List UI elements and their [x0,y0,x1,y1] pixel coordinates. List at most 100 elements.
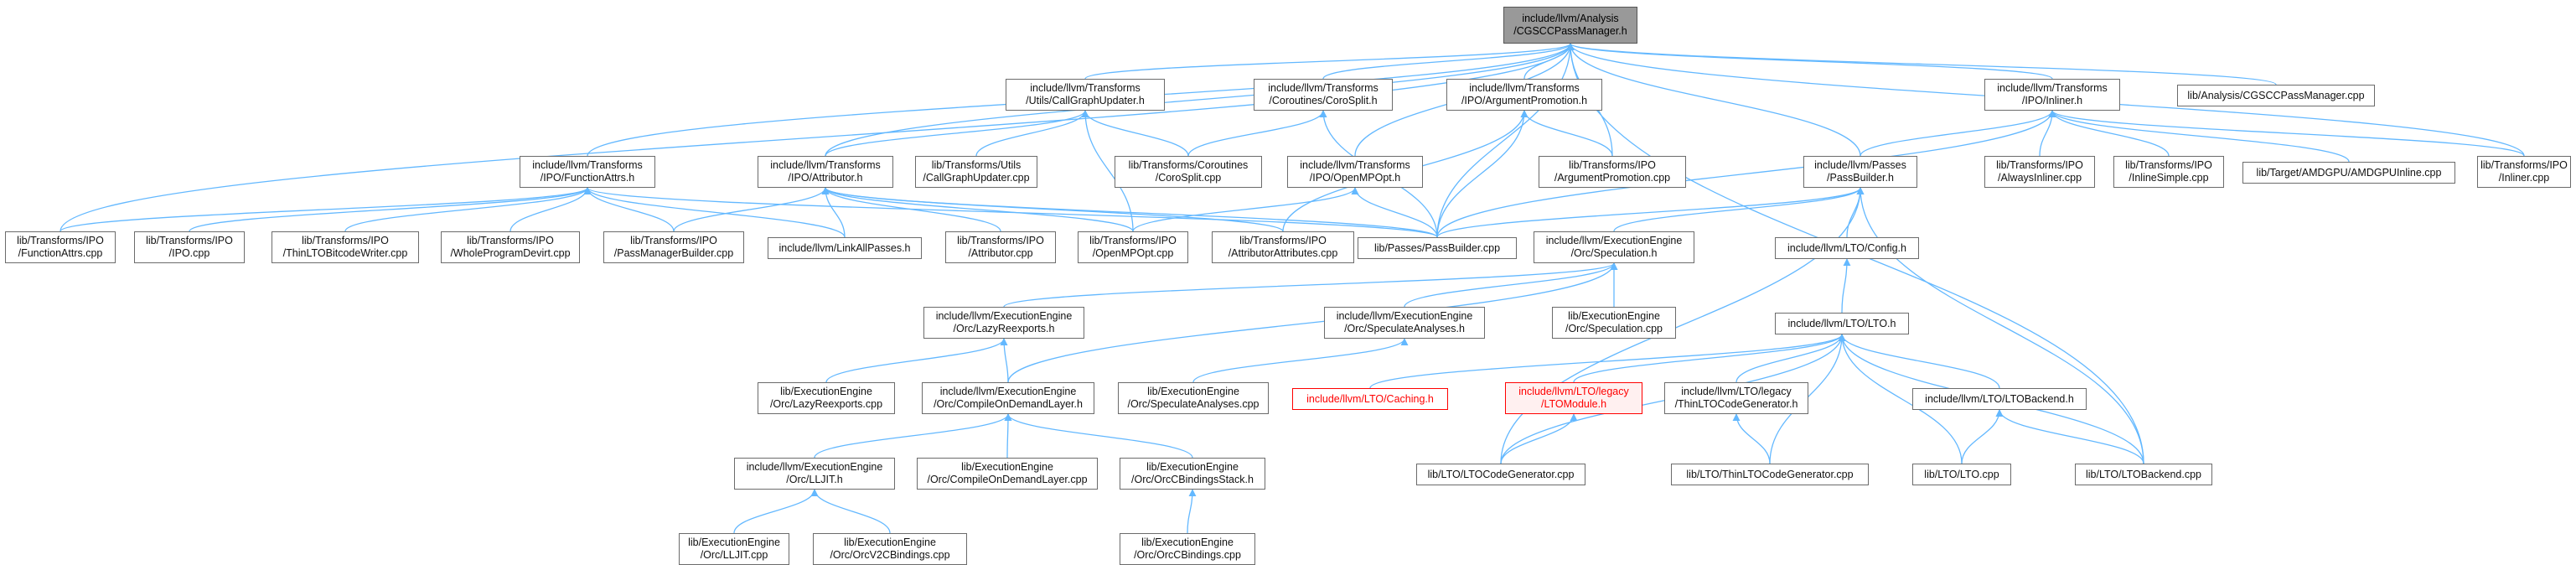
node-label-line: lib/Transforms/Coroutines [1128,159,1249,171]
graph-node-attrattrs-cpp[interactable]: lib/Transforms/IPO/AttributorAttributes.… [1212,231,1354,263]
graph-node-ltobackend-cpp[interactable]: lib/LTO/LTOBackend.cpp [2075,464,2212,485]
graph-node-codl-h[interactable]: include/llvm/ExecutionEngine/Orc/Compile… [922,382,1094,414]
graph-node-passbuilder-cpp[interactable]: lib/Passes/PassBuilder.cpp [1358,237,1517,259]
node-label-line: lib/Transforms/IPO [146,235,233,246]
graph-node-openmpopt-h[interactable]: include/llvm/Transforms/IPO/OpenMPOpt.h [1287,156,1423,188]
graph-node-amdgpuinline-cpp[interactable]: lib/Target/AMDGPU/AMDGPUInline.cpp [2242,162,2455,184]
graph-node-functionattrs-cpp[interactable]: lib/Transforms/IPO/FunctionAttrs.cpp [5,231,116,263]
graph-node-codl-cpp[interactable]: lib/ExecutionEngine/Orc/CompileOnDemandL… [917,458,1098,490]
graph-node-ltocg-cpp[interactable]: lib/LTO/LTOCodeGenerator.cpp [1416,464,1585,485]
graph-node-inliner-cpp[interactable]: lib/Transforms/IPO/Inliner.cpp [2477,156,2571,188]
graph-node-openmpopt-cpp[interactable]: lib/Transforms/IPO/OpenMPOpt.cpp [1078,231,1188,263]
edge-passbuilder_cpp-to-openmpopt_h [1351,187,1438,238]
graph-node-inlinesimple-cpp[interactable]: lib/Transforms/IPO/InlineSimple.cpp [2113,156,2224,188]
node-label-line: include/llvm/ExecutionEngine [1545,235,1683,246]
graph-node-thinltocg-cpp[interactable]: lib/LTO/ThinLTOCodeGenerator.cpp [1671,464,1869,485]
node-label-line: lib/Transforms/IPO [1089,235,1177,246]
edge-ltobackend_cpp-to-ltobackend_h [1995,409,2144,464]
edge-passbuilder_cpp-to-argpromo_h [1436,110,1529,238]
node-label-line: /AttributorAttributes.cpp [1228,247,1338,259]
graph-node-cgu-cpp[interactable]: lib/Transforms/Utils/CallGraphUpdater.cp… [915,156,1037,188]
graph-node-argpromo-cpp[interactable]: lib/Transforms/IPO/ArgumentPromotion.cpp [1539,156,1686,188]
node-label-line: /Orc/OrcCBindingsStack.h [1131,474,1254,485]
edge-cgu_cpp-to-callgraph_updater_h [975,110,1089,157]
edge-attributor_h-to-callgraph_updater_h [825,110,1089,157]
graph-node-thinltocg-h[interactable]: include/llvm/LTO/legacy/ThinLTOCodeGener… [1664,382,1808,414]
graph-node-argpromo-h[interactable]: include/llvm/Transforms/IPO/ArgumentProm… [1446,79,1602,111]
node-label-line: lib/ExecutionEngine [1568,310,1660,322]
graph-node-orcv2cb-cpp[interactable]: lib/ExecutionEngine/Orc/OrcV2CBindings.c… [813,533,967,565]
graph-node-lazyreexports-cpp[interactable]: lib/ExecutionEngine/Orc/LazyReexports.cp… [758,382,895,414]
edge-corosplit_cpp-to-callgraph_updater_h [1081,110,1189,157]
graph-node-orccbs-h[interactable]: lib/ExecutionEngine/Orc/OrcCBindingsStac… [1120,458,1265,490]
node-label-line: lib/ExecutionEngine [961,461,1053,473]
node-label-line: lib/ExecutionEngine [844,536,936,548]
graph-node-speculateanalyses-h[interactable]: include/llvm/ExecutionEngine/Orc/Specula… [1324,307,1485,339]
graph-node-lazyreexports-h[interactable]: include/llvm/ExecutionEngine/Orc/LazyRee… [923,307,1084,339]
graph-node-callgraph-updater-h[interactable]: include/llvm/Transforms/Utils/CallGraphU… [1006,79,1165,111]
graph-node-lljit-cpp[interactable]: lib/ExecutionEngine/Orc/LLJIT.cpp [679,533,789,565]
graph-node-lljit-h[interactable]: include/llvm/ExecutionEngine/Orc/LLJIT.h [734,458,895,490]
node-label-line: /IPO/ArgumentPromotion.h [1461,95,1588,106]
edge-inliner_h-to-root [1566,43,2053,80]
edge-functionattrs_cpp-to-functionattrs_h [59,187,592,232]
node-label-line: /LTOModule.h [1540,398,1607,410]
graph-node-attributor-h[interactable]: include/llvm/Transforms/IPO/Attributor.h [758,156,893,188]
edge-coro_split_h-to-root [1322,43,1575,80]
edge-attributor_h-to-root [825,43,1575,157]
graph-node-corosplit-cpp[interactable]: lib/Transforms/Coroutines/CoroSplit.cpp [1115,156,1262,188]
graph-node-ltomodule-h[interactable]: include/llvm/LTO/legacy/LTOModule.h [1505,382,1642,414]
graph-node-lto-h[interactable]: include/llvm/LTO/LTO.h [1775,313,1909,334]
node-label-line: /Orc/SpeculateAnalyses.cpp [1127,398,1260,410]
graph-node-functionattrs-h[interactable]: include/llvm/Transforms/IPO/FunctionAttr… [520,156,655,188]
node-label-line: include/llvm/LTO/LTOBackend.h [1925,392,2074,405]
graph-node-lto-config-h[interactable]: include/llvm/LTO/Config.h [1775,237,1919,259]
graph-node-thinlto-bw-cpp[interactable]: lib/Transforms/IPO/ThinLTOBitcodeWriter.… [272,231,419,263]
node-label-line: include/llvm/Transforms [1300,159,1410,171]
node-label-line: lib/Transforms/IPO [2480,159,2568,171]
node-label-line: lib/Transforms/IPO [630,235,717,246]
edge-lto_cpp-to-ltobackend_h [1961,409,2004,464]
graph-node-speculateanalyses-cpp[interactable]: lib/ExecutionEngine/Orc/SpeculateAnalyse… [1118,382,1269,414]
edge-alwaysinliner_cpp-to-inliner_h [2039,110,2056,157]
graph-node-passbuilder-h[interactable]: include/llvm/Passes/PassBuilder.h [1803,156,1917,188]
node-label-line: /Orc/OrcCBindings.cpp [1134,549,1241,561]
edge-passbuilder_h-to-inliner_h [1860,110,2056,157]
node-label-line: /WholeProgramDevirt.cpp [450,247,571,259]
graph-node-speculation-cpp[interactable]: lib/ExecutionEngine/Orc/Speculation.cpp [1552,307,1676,339]
graph-node-speculation-h[interactable]: include/llvm/ExecutionEngine/Orc/Specula… [1534,231,1694,263]
edge-orccb_cpp-to-orccbs_h [1187,489,1197,534]
edge-argpromo_cpp-to-argpromo_h [1520,110,1613,157]
graph-node-linkallpasses-h[interactable]: include/llvm/LinkAllPasses.h [768,237,922,259]
edge-pmb_cpp-to-functionattrs_h [583,187,675,232]
edge-lto_cpp-to-lto_h [1838,334,1963,464]
graph-node-ltobackend-h[interactable]: include/llvm/LTO/LTOBackend.h [1912,388,2087,410]
edge-amdgpuinline_cpp-to-inliner_h [2048,110,2350,163]
graph-node-alwaysinliner-cpp[interactable]: lib/Transforms/IPO/AlwaysInliner.cpp [1984,156,2095,188]
graph-node-inliner-h[interactable]: include/llvm/Transforms/IPO/Inliner.h [1984,79,2120,111]
node-label-line: /Orc/CompileOnDemandLayer.h [934,398,1083,410]
edge-openmpopt_cpp-to-openmpopt_h [1132,187,1359,232]
graph-node-lto-cpp[interactable]: lib/LTO/LTO.cpp [1912,464,2011,485]
graph-node-wpd-cpp[interactable]: lib/Transforms/IPO/WholeProgramDevirt.cp… [441,231,580,263]
graph-node-cgscc-cpp[interactable]: lib/Analysis/CGSCCPassManager.cpp [2177,85,2375,106]
node-label-line: lib/ExecutionEngine [1141,536,1234,548]
node-label-line: include/llvm/Transforms [1997,82,2108,94]
graph-node-ipo-cpp[interactable]: lib/Transforms/IPO/IPO.cpp [134,231,245,263]
edge-lazyreexports_cpp-to-lazyreexports_h [825,338,1008,383]
node-label-line: /Orc/LazyReexports.h [953,323,1055,334]
graph-node-pmb-cpp[interactable]: lib/Transforms/IPO/PassManagerBuilder.cp… [603,231,744,263]
graph-node-coro-split-h[interactable]: include/llvm/Transforms/Coroutines/CoroS… [1254,79,1393,111]
graph-node-attributor-cpp[interactable]: lib/Transforms/IPO/Attributor.cpp [945,231,1056,263]
edge-speculation_h-to-passbuilder_h [1613,187,1865,232]
edge-inliner_cpp-to-inliner_h [2048,110,2525,157]
edge-lljit_h-to-codl_h [814,413,1012,459]
graph-node-orccb-cpp[interactable]: lib/ExecutionEngine/Orc/OrcCBindings.cpp [1120,533,1255,565]
node-label-line: lib/Transforms/IPO [302,235,389,246]
node-label-line: /ThinLTOBitcodeWriter.cpp [282,247,408,259]
node-label-line: include/llvm/ExecutionEngine [746,461,883,473]
edge-attributor_cpp-to-attributor_h [821,187,1001,232]
graph-node-caching-h[interactable]: include/llvm/LTO/Caching.h [1292,388,1448,410]
node-label-line: include/llvm/LinkAllPasses.h [778,241,911,254]
node-label-line: /Orc/LLJIT.h [786,474,843,485]
